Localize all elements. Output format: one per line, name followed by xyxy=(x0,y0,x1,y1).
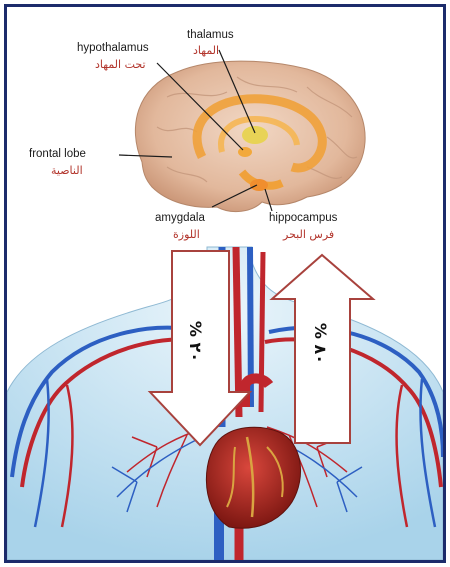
hippocampus-arabic-label: فرس البحر xyxy=(283,228,334,241)
down-arrow-percent: ٢٠ % xyxy=(186,321,205,362)
frontal-lobe-label: frontal lobe xyxy=(29,148,86,160)
up-arrow-percent: ٨٠ % xyxy=(311,323,330,364)
frontal-lobe-arabic-label: الناصية xyxy=(51,164,83,177)
hippocampus-label: hippocampus xyxy=(269,212,337,224)
amygdala-label: amygdala xyxy=(155,212,205,224)
hypothalamus-label: hypothalamus xyxy=(77,42,149,54)
thalamus-label: thalamus xyxy=(187,29,234,41)
diagram-frame: thalamus المهاد hypothalamus تحت المهاد … xyxy=(4,4,446,563)
amygdala-arabic-label: اللوزة xyxy=(173,228,200,241)
anatomy-illustration xyxy=(7,7,443,560)
thalamus-arabic-label: المهاد xyxy=(193,44,219,57)
brain-illustration xyxy=(135,61,365,211)
diagram-stage: thalamus المهاد hypothalamus تحت المهاد … xyxy=(7,7,443,560)
hypothalamus-arabic-label: تحت المهاد xyxy=(95,58,146,71)
